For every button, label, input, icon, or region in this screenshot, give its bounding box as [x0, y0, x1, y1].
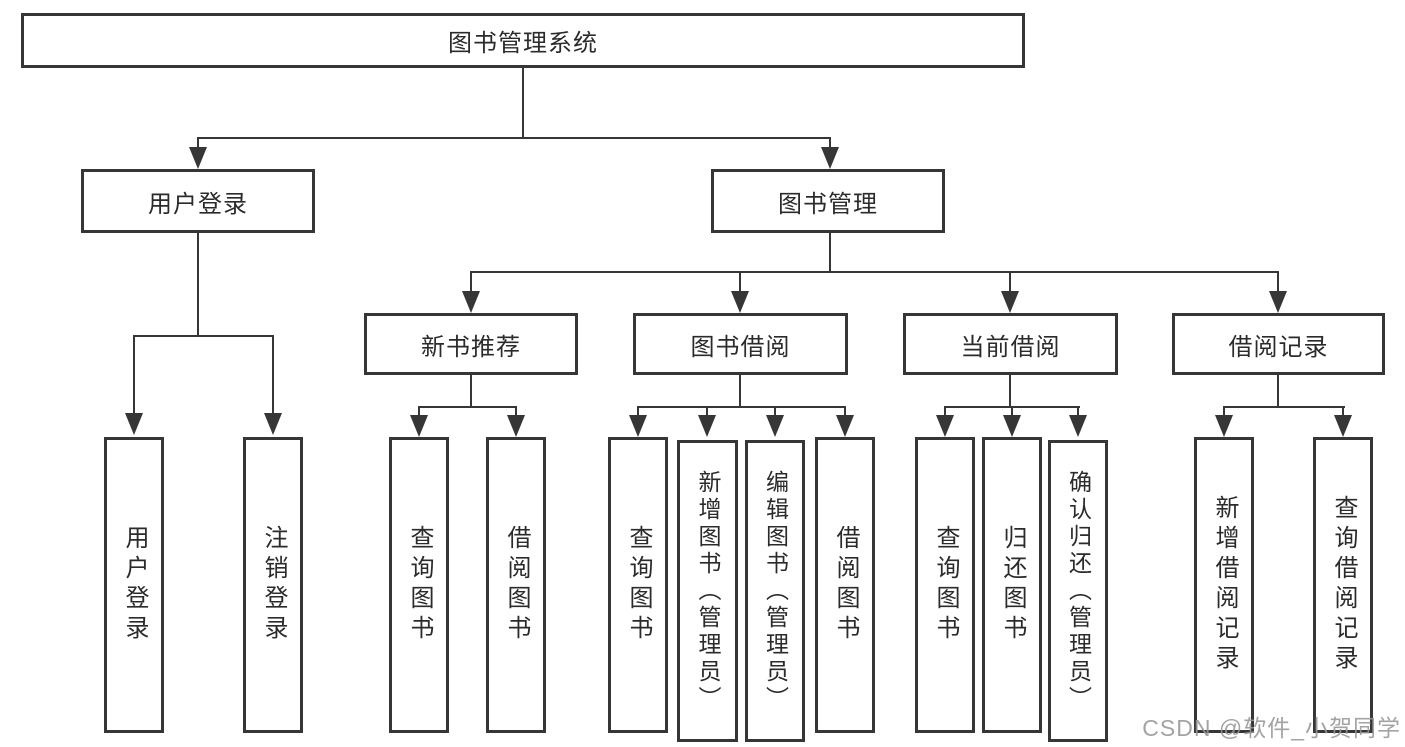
node-book-borrow: 图书借阅 [633, 313, 848, 375]
arrowhead-down-icon [264, 413, 282, 435]
connector-line [829, 137, 831, 149]
connector-line [774, 406, 776, 417]
node-book-borrow-label: 图书借阅 [690, 333, 791, 361]
node-new-book-recommend-label: 新书推荐 [421, 333, 521, 361]
leaf-borrow-book-2: 借阅图书 [815, 437, 875, 733]
arrowhead-down-icon [189, 147, 207, 169]
arrowhead-down-icon [821, 147, 839, 169]
connector-line [133, 335, 135, 415]
leaf-query-book-2: 查询图书 [608, 437, 668, 733]
arrowhead-down-icon [1069, 415, 1087, 437]
leaf-label: 查询图书 [625, 525, 652, 645]
arrowhead-down-icon [766, 415, 784, 437]
leaf-label: 确认归还（管理员） [1065, 469, 1092, 713]
connector-line [637, 406, 846, 408]
leaf-label: 新增借阅记录 [1211, 495, 1238, 675]
node-current-borrow: 当前借阅 [903, 313, 1118, 375]
node-borrow-records: 借阅记录 [1172, 313, 1385, 375]
arrowhead-down-icon [507, 415, 525, 437]
arrowhead-down-icon [1001, 291, 1019, 313]
connector-line [418, 406, 517, 408]
arrowhead-down-icon [1003, 415, 1021, 437]
connector-line [1223, 406, 1225, 417]
connector-line [522, 68, 524, 138]
node-root-label: 图书管理系统 [448, 30, 598, 57]
connector-line [739, 271, 741, 293]
csdn-watermark: CSDN @软件_小贺同学 [1142, 715, 1401, 741]
arrowhead-down-icon [629, 415, 647, 437]
connector-line [1009, 375, 1011, 408]
leaf-confirm-return-admin: 确认归还（管理员） [1048, 440, 1108, 742]
arrowhead-down-icon [836, 415, 854, 437]
arrowhead-down-icon [731, 291, 749, 313]
node-user-login-label: 用户登录 [148, 190, 248, 218]
connector-line [1011, 406, 1013, 417]
connector-line [272, 335, 274, 415]
leaf-label: 查询图书 [932, 525, 959, 645]
leaf-borrow-book-1: 借阅图书 [486, 437, 546, 733]
leaf-edit-book-admin: 编辑图书（管理员） [745, 440, 805, 742]
connector-line [1277, 271, 1279, 293]
connector-line [944, 406, 946, 417]
leaf-label: 注销登录 [260, 525, 287, 645]
node-new-book-recommend: 新书推荐 [364, 313, 578, 375]
connector-line [470, 375, 472, 408]
leaf-return-book: 归还图书 [982, 437, 1042, 733]
connector-line [470, 271, 472, 293]
connector-line [470, 271, 1279, 273]
connector-line [197, 137, 199, 149]
leaf-query-book-1: 查询图书 [389, 437, 449, 733]
leaf-label: 用户登录 [121, 525, 148, 645]
connector-line [844, 406, 846, 417]
connector-line [1009, 271, 1011, 293]
leaf-user-login: 用户登录 [104, 437, 164, 733]
leaf-query-book-3: 查询图书 [915, 437, 975, 733]
leaf-label: 新增图书（管理员） [695, 469, 721, 713]
leaf-label: 查询借阅记录 [1330, 495, 1357, 675]
leaf-logout: 注销登录 [243, 437, 303, 733]
connector-line [515, 406, 517, 417]
connector-line [197, 137, 831, 139]
node-root: 图书管理系统 [21, 13, 1025, 68]
connector-line [739, 375, 741, 408]
leaf-query-borrow-record: 查询借阅记录 [1313, 437, 1373, 733]
node-user-login: 用户登录 [81, 169, 315, 233]
leaf-label: 借阅图书 [832, 525, 859, 645]
connector-line [197, 233, 199, 337]
connector-line [1077, 406, 1079, 417]
arrowhead-down-icon [462, 291, 480, 313]
leaf-label: 查询图书 [406, 525, 433, 645]
arrowhead-down-icon [698, 415, 716, 437]
connector-line [1223, 406, 1345, 408]
node-book-management: 图书管理 [711, 169, 945, 233]
connector-line [706, 406, 708, 417]
node-current-borrow-label: 当前借阅 [960, 333, 1061, 361]
arrowhead-down-icon [410, 415, 428, 437]
leaf-add-book-admin: 新增图书（管理员） [677, 440, 738, 742]
node-book-management-label: 图书管理 [778, 190, 878, 218]
arrowhead-down-icon [125, 413, 143, 435]
arrowhead-down-icon [1215, 415, 1233, 437]
node-borrow-records-label: 借阅记录 [1228, 333, 1329, 361]
arrowhead-down-icon [1334, 415, 1352, 437]
connector-line [133, 335, 274, 337]
leaf-label: 编辑图书（管理员） [762, 469, 789, 713]
arrowhead-down-icon [936, 415, 954, 437]
leaf-label: 借阅图书 [503, 525, 530, 645]
connector-line [829, 233, 831, 273]
connector-line [1342, 406, 1344, 417]
arrowhead-down-icon [1269, 291, 1287, 313]
connector-line [418, 406, 420, 417]
connector-line [637, 406, 639, 417]
connector-line [1277, 375, 1279, 408]
leaf-label: 归还图书 [999, 525, 1026, 645]
leaf-add-borrow-record: 新增借阅记录 [1194, 437, 1254, 733]
